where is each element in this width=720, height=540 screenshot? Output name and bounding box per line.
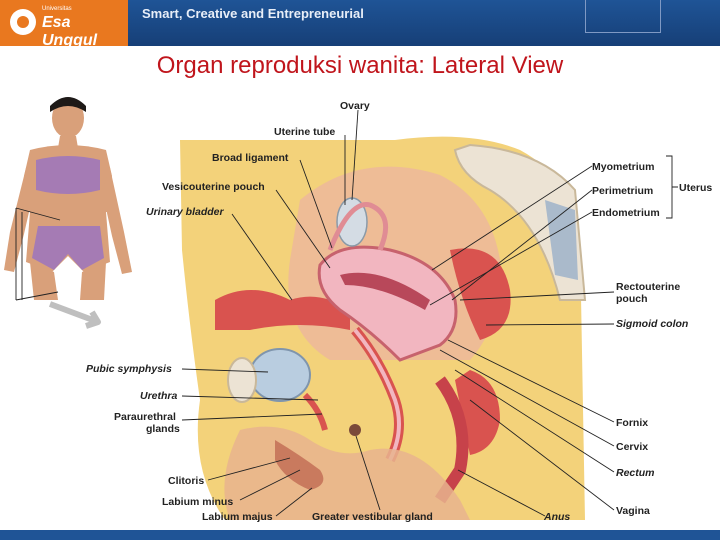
label-ovary: Ovary <box>340 100 370 112</box>
header-decor-frame <box>585 0 661 33</box>
label-uterus: Uterus <box>679 182 712 194</box>
label-uterine-tube: Uterine tube <box>274 126 335 138</box>
label-vesicouterine-pouch: Vesicouterine pouch <box>162 181 265 193</box>
reference-figure <box>4 97 132 329</box>
label-paraurethral-glands: glands <box>146 423 180 435</box>
label-labium-minus: Labium minus <box>162 496 233 508</box>
diagram-labels: Ovary Uterine tube Broad ligament Vesico… <box>86 100 712 523</box>
logo-emblem-icon <box>10 9 36 35</box>
label-greater-vestibular-gland: Greater vestibular gland <box>312 511 433 523</box>
header-bar: Universitas Esa Unggul Smart, Creative a… <box>0 0 720 49</box>
university-logo[interactable]: Universitas Esa Unggul <box>0 0 128 49</box>
label-urinary-bladder: Urinary bladder <box>146 206 225 218</box>
label-rectouterine: Rectouterine <box>616 281 680 293</box>
anatomy-diagram: Ovary Uterine tube Broad ligament Vesico… <box>4 97 712 523</box>
label-anus: Anus <box>543 511 570 523</box>
label-rectum: Rectum <box>616 467 655 479</box>
label-cervix: Cervix <box>616 441 648 453</box>
label-pubic-symphysis: Pubic symphysis <box>86 363 172 375</box>
label-labium-majus: Labium majus <box>202 511 273 523</box>
pelvic-section <box>180 136 587 520</box>
label-broad-ligament: Broad ligament <box>212 152 289 164</box>
leader-lines <box>181 109 678 517</box>
label-sigmoid-colon: Sigmoid colon <box>616 318 688 330</box>
slide-title: Organ reproduksi wanita: Lateral View <box>156 52 564 79</box>
label-myometrium: Myometrium <box>592 161 654 173</box>
label-perimetrium: Perimetrium <box>592 185 653 197</box>
label-clitoris: Clitoris <box>168 475 204 487</box>
label-rectouterine-pouch: pouch <box>616 293 648 305</box>
footer-bar <box>0 530 720 540</box>
label-paraurethral: Paraurethral <box>114 411 176 423</box>
header-tagline: Smart, Creative and Entrepreneurial <box>142 6 364 21</box>
logo-subtitle: Universitas <box>42 6 72 12</box>
label-fornix: Fornix <box>616 417 648 429</box>
label-urethra: Urethra <box>140 390 178 402</box>
label-vagina: Vagina <box>616 505 650 517</box>
label-endometrium: Endometrium <box>592 207 660 219</box>
logo-name: Esa Unggul <box>42 14 98 49</box>
